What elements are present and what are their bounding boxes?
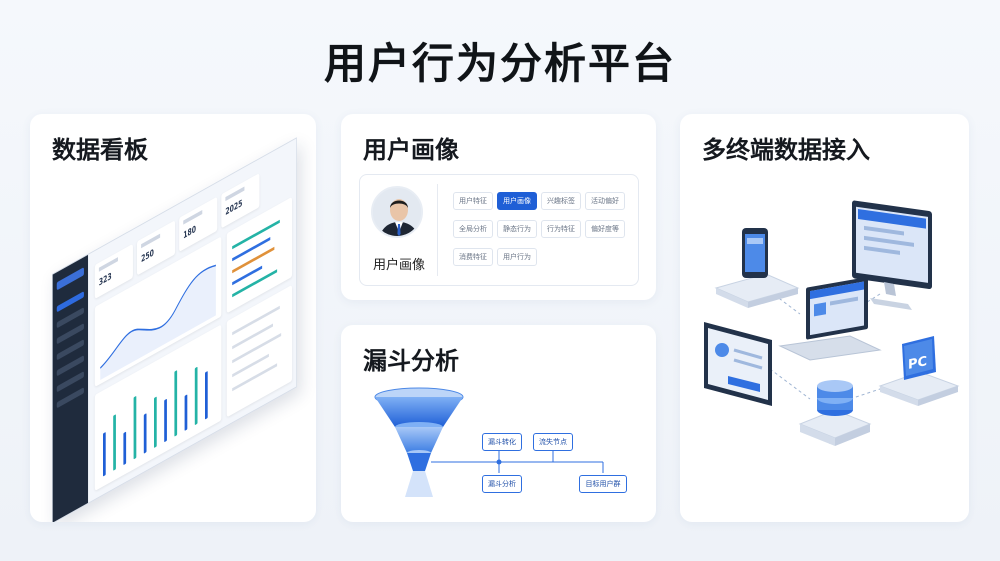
kpi-value: 2025 [225,198,243,219]
tag-item[interactable]: 用户行为 [497,248,537,266]
tag-item[interactable]: 兴趣标签 [541,192,581,210]
dashboard-card-title: 数据看板 [52,136,148,164]
funnel-node[interactable]: 漏斗分析 [482,475,522,493]
mini-bar [194,366,198,426]
multi-terminal-card[interactable]: 多终端数据接入 [680,114,969,522]
multi-terminal-card-title: 多终端数据接入 [702,136,870,164]
dashboard-card[interactable]: 数据看板 323 250 180 2025 [30,114,316,522]
portrait-panel [359,174,639,286]
mini-bar [133,395,137,460]
dashboard-logo [56,267,84,291]
device-network-illustration [704,200,960,446]
monitor-icon [852,200,932,310]
mini-bar [113,414,116,471]
kpi-value: 180 [183,224,197,242]
dashboard-mockup: 323 250 180 2025 [52,137,312,522]
page-title: 用户行为分析平台 [323,39,676,88]
sidebar-item [56,387,84,409]
funnel-node[interactable]: 目标用户群 [579,475,627,493]
mini-bar [174,370,178,437]
tag-item[interactable]: 偏好度等 [585,220,625,238]
dashboard-sidebar [52,254,89,522]
tag-item[interactable]: 行为特征 [541,220,581,238]
user-portrait-card-title: 用户画像 [363,136,459,164]
mini-bar [103,431,106,477]
mini-bar [205,370,208,420]
kpi-value: 250 [141,248,154,266]
mini-bar [164,398,167,443]
kpi-value: 323 [98,271,112,289]
list-panel [226,284,293,418]
tag-item[interactable]: 活动偏好 [585,192,625,210]
list-lines [232,305,282,392]
line-chart [100,264,216,381]
funnel-card-title: 漏斗分析 [363,347,459,375]
pc-badge-icon [878,336,960,406]
divider [437,184,438,276]
tag-item[interactable]: 全局分析 [453,220,493,238]
tag-item[interactable]: 静态行为 [497,220,537,238]
phone-icon [714,228,800,308]
database-icon [798,380,872,446]
mini-bar [154,396,157,448]
mini-bar [143,413,147,454]
mini-bar [184,394,188,431]
person-icon [373,188,421,236]
laptop-icon [778,277,882,361]
user-avatar [371,186,423,238]
tablet-icon [704,322,772,406]
tag-item[interactable]: 用户特征 [453,192,493,210]
funnel-analysis-card[interactable]: 漏斗分析 漏斗转化 流失节点 漏斗分析 目标用户群 [341,325,656,522]
funnel-node[interactable]: 漏斗转化 [482,433,522,451]
funnel-node[interactable]: 流失节点 [533,433,573,451]
avatar-label: 用户画像 [373,258,426,273]
progress-panel [226,196,293,314]
line-chart-panel [94,236,222,388]
tag-item[interactable]: 消费特征 [453,248,493,266]
mini-bar [123,431,127,466]
tag-item-selected[interactable]: 用户画像 [497,192,537,210]
dashboard-screen: 323 250 180 2025 [52,137,297,522]
funnel-diagram [374,387,604,497]
user-portrait-card[interactable]: 用户画像 用户画像 用户特征 用户画像 兴趣标签 活动偏好 全局分析 静态行为 … [341,114,656,300]
progress-bars [232,219,280,298]
